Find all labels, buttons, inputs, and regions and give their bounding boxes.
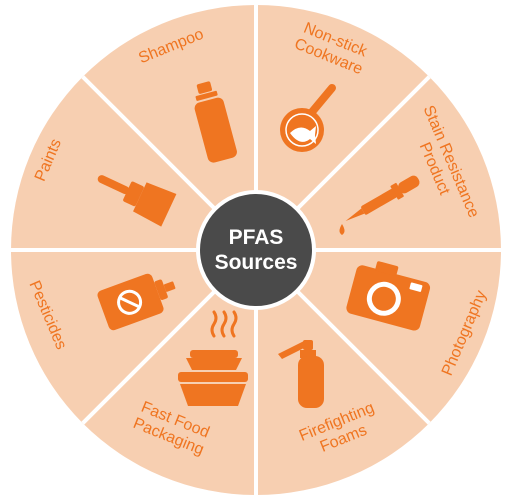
paintbrush-icon [97,175,177,227]
spray-can-icon [97,273,176,331]
bottle-icon [194,81,237,163]
droplet-icon [339,224,345,235]
dropper-icon [345,175,420,221]
frying-pan-icon [280,84,336,152]
center-title-line2: Sources [215,251,298,274]
camera-icon [346,261,431,331]
center-hub [196,190,316,310]
food-container-icon [178,310,248,406]
center-title-line1: PFAS [229,226,284,249]
fire-extinguisher-icon [278,340,324,408]
